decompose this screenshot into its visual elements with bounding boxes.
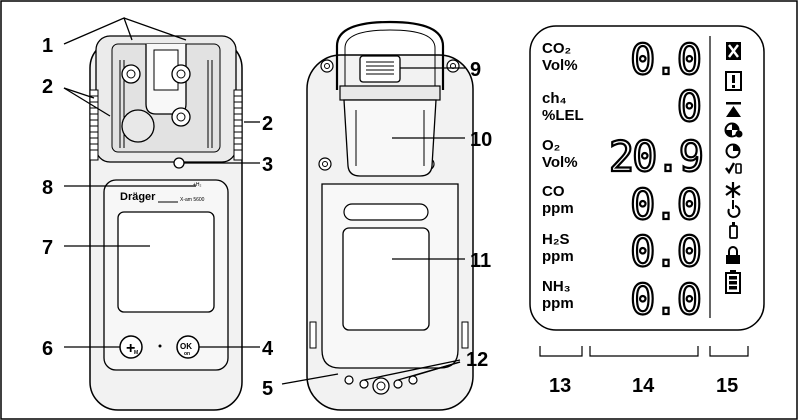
status-dot bbox=[158, 344, 162, 348]
svg-text:OK: OK bbox=[180, 342, 192, 351]
callout-5: 5 bbox=[262, 378, 273, 400]
display-layout: CO₂ Vol% 0.0 ch₄ %LEL 0 O₂ Vol% 20.9 CO … bbox=[529, 25, 765, 357]
callout-15: 15 bbox=[716, 375, 738, 397]
brand-label: Dräger bbox=[120, 191, 156, 203]
plus-button[interactable]: + M bbox=[119, 335, 143, 359]
bottle-icon bbox=[729, 222, 738, 239]
sensor-screws bbox=[121, 64, 191, 143]
gas-name-2: ch₄ bbox=[542, 90, 567, 107]
carrying-loop bbox=[335, 20, 445, 90]
callout-7: 7 bbox=[42, 237, 53, 259]
callout-2-left: 2 bbox=[42, 76, 53, 98]
gas-unit-3: Vol% bbox=[542, 154, 578, 171]
svg-text:+: + bbox=[126, 340, 135, 357]
range-brackets bbox=[539, 346, 749, 357]
sensor-mark: +H₂ bbox=[193, 182, 202, 188]
callout-10: 10 bbox=[470, 129, 492, 151]
gas-name-6: NH₃ bbox=[542, 278, 571, 295]
restart-icon bbox=[727, 200, 741, 218]
type-label-area bbox=[342, 227, 430, 331]
alarm-led bbox=[173, 157, 185, 169]
gas-unit-4: ppm bbox=[542, 200, 574, 217]
clip-hinge bbox=[339, 85, 441, 101]
alarm-x-icon bbox=[726, 42, 741, 60]
fan-pump-icon bbox=[725, 182, 741, 198]
gas-unit-5: ppm bbox=[542, 248, 574, 265]
callout-3: 3 bbox=[262, 154, 273, 176]
leader-lines bbox=[63, 17, 465, 385]
back-view bbox=[306, 20, 474, 411]
callout-14: 14 bbox=[632, 375, 655, 397]
callout-4: 4 bbox=[262, 338, 274, 360]
callout-6: 6 bbox=[42, 338, 53, 360]
gas-name-5: H₂S bbox=[542, 231, 570, 248]
gas-unit-2: %LEL bbox=[542, 107, 584, 124]
belt-clip bbox=[343, 99, 437, 177]
gas-value-6: 0.0 bbox=[630, 275, 700, 324]
callout-12: 12 bbox=[466, 349, 488, 371]
bump-test-icon bbox=[725, 143, 741, 159]
svg-text:on: on bbox=[184, 351, 190, 357]
callout-8: 8 bbox=[42, 177, 53, 199]
display-outline bbox=[529, 25, 765, 331]
callout-9: 9 bbox=[470, 59, 481, 81]
loop-buckle bbox=[359, 55, 401, 83]
front-view: Dräger X-am 5600 +H₂ + M OK on bbox=[89, 35, 243, 411]
gas-inlet-grille-left bbox=[89, 89, 99, 161]
gas-value-4: 0.0 bbox=[630, 180, 700, 229]
carrying-loop-inner bbox=[344, 29, 436, 88]
model-label: X-am 5600 bbox=[180, 197, 205, 203]
time-weighted-average-icon bbox=[724, 122, 743, 138]
gas-unit-1: Vol% bbox=[542, 57, 578, 74]
side-grips bbox=[309, 321, 469, 349]
gas-inlet-grille-right bbox=[233, 89, 243, 161]
lock-icon bbox=[726, 246, 740, 264]
gas-unit-6: ppm bbox=[542, 295, 574, 312]
callout-1: 1 bbox=[42, 35, 53, 57]
ok-button[interactable]: OK on bbox=[176, 335, 200, 359]
charging-contacts bbox=[344, 375, 418, 395]
svg-text:M: M bbox=[134, 350, 138, 356]
callout-2-right: 2 bbox=[262, 113, 273, 135]
warning-exclamation-icon bbox=[725, 71, 742, 91]
gas-value-2: 0 bbox=[677, 82, 700, 131]
clip-slot bbox=[343, 203, 429, 221]
callout-13: 13 bbox=[549, 375, 571, 397]
gas-value-3: 20.9 bbox=[609, 132, 702, 181]
gas-name-4: CO bbox=[542, 183, 565, 200]
calibration-icon bbox=[725, 162, 742, 175]
gas-name-1: CO₂ bbox=[542, 40, 571, 57]
peak-value-icon bbox=[726, 102, 741, 117]
gas-name-3: O₂ bbox=[542, 137, 560, 154]
callout-11: 11 bbox=[470, 250, 491, 272]
gas-value-1: 0.0 bbox=[630, 35, 700, 84]
battery-icon bbox=[725, 270, 741, 294]
display-window bbox=[117, 211, 215, 313]
gas-value-5: 0.0 bbox=[630, 227, 700, 276]
